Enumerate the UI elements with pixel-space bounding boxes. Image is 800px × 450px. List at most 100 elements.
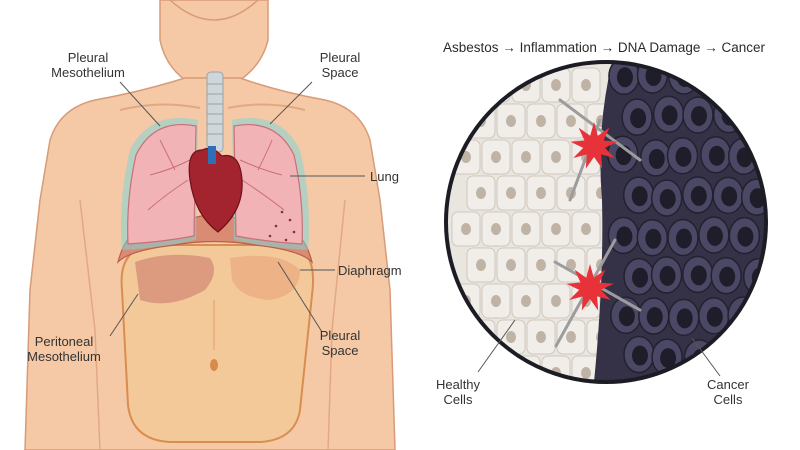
cell-nucleus xyxy=(721,186,738,207)
cell-nucleus xyxy=(551,79,561,91)
cell-nucleus xyxy=(521,367,531,379)
cell-nucleus xyxy=(751,347,766,368)
healthy-cells-group xyxy=(451,67,616,382)
cell-nucleus xyxy=(521,295,531,307)
cell-nucleus xyxy=(536,259,546,271)
cell-nucleus xyxy=(581,223,591,235)
cell-nucleus xyxy=(661,105,678,126)
aorta xyxy=(208,146,216,164)
navel xyxy=(210,359,218,371)
dna-damage-burst xyxy=(566,264,614,311)
cell-nucleus xyxy=(690,265,707,286)
pathway-step: Inflammation xyxy=(519,40,597,55)
cell-nucleus xyxy=(506,331,516,343)
right-arm-line xyxy=(327,199,346,450)
label-lung: Lung xyxy=(370,169,399,184)
cancer-cell xyxy=(712,95,745,134)
cell-nucleus xyxy=(645,228,662,249)
cell-nucleus xyxy=(690,185,707,206)
cell-nucleus xyxy=(491,79,501,91)
cell-nucleus xyxy=(461,79,471,91)
cell-nucleus xyxy=(659,188,676,209)
cell-nucleus xyxy=(491,151,501,163)
stomach xyxy=(230,255,300,300)
cell-nucleus xyxy=(616,226,633,247)
bronchi xyxy=(147,139,285,211)
arrow-icon: → xyxy=(600,40,615,55)
cell-nucleus xyxy=(675,228,692,249)
cell-nucleus xyxy=(751,106,766,127)
label-line: Pleural xyxy=(319,328,361,343)
cell-nucleus xyxy=(491,223,501,235)
cell-leader-lines xyxy=(477,319,721,377)
label-line: Space xyxy=(321,343,359,358)
cell-nucleus xyxy=(461,223,471,235)
pathway-title: Asbestos → Inflammation → DNA Damage → C… xyxy=(418,40,790,55)
cell-nucleus xyxy=(659,265,676,286)
label-pleural-space-bottom: Pleural Space xyxy=(300,328,380,358)
label-line: Cells xyxy=(713,392,743,407)
magnifier-ring xyxy=(444,60,768,384)
cell-nucleus xyxy=(706,306,723,327)
label-line: Peritoneal xyxy=(34,334,94,349)
cell-nucleus xyxy=(476,331,486,343)
label-line: Pleural xyxy=(319,50,361,65)
cell-nucleus xyxy=(551,151,561,163)
cancer-cell xyxy=(713,338,746,377)
cell-nucleus xyxy=(536,115,546,127)
label-line: Pleural xyxy=(67,50,109,65)
pathway-step: Asbestos xyxy=(443,40,499,55)
cell-nucleus xyxy=(521,151,531,163)
arrow-icon: → xyxy=(502,40,516,55)
cancer-cell xyxy=(696,62,729,97)
heart xyxy=(188,147,243,233)
label-line: Lung xyxy=(370,169,399,184)
cell-nucleus xyxy=(506,259,516,271)
cell-nucleus xyxy=(506,115,516,127)
leader-lines xyxy=(109,81,365,337)
pathway-step: DNA Damage xyxy=(617,40,701,55)
label-line: Healthy xyxy=(435,377,481,392)
dna-damage-burst xyxy=(570,122,618,169)
liver xyxy=(135,254,214,304)
cell-nucleus xyxy=(631,186,648,207)
label-line: Mesothelium xyxy=(51,65,125,80)
right-collarbone xyxy=(227,103,306,111)
cell-nucleus xyxy=(491,295,501,307)
cell-nucleus xyxy=(551,223,561,235)
left-collarbone xyxy=(119,103,201,111)
cancer-cell xyxy=(742,97,766,135)
label-cancer-cells: Cancer Cells xyxy=(688,377,768,407)
cell-nucleus xyxy=(632,267,649,288)
cell-nucleus xyxy=(506,187,516,199)
cell-nucleus xyxy=(581,79,591,91)
cell-nucleus xyxy=(708,145,725,166)
label-line: Diaphragm xyxy=(338,263,402,278)
cell-nucleus xyxy=(722,348,739,369)
chin xyxy=(169,0,259,21)
cell-nucleus xyxy=(631,345,648,366)
cell-nucleus xyxy=(566,115,576,127)
cell-nucleus xyxy=(719,266,736,287)
cell-nucleus xyxy=(461,151,471,163)
cell-nucleus xyxy=(536,187,546,199)
cell-nucleus xyxy=(616,67,633,88)
cancer-cell xyxy=(743,337,766,376)
cell-nucleus xyxy=(660,348,677,369)
cell-nucleus xyxy=(646,306,663,327)
cell-nucleus xyxy=(521,223,531,235)
arrow-icon: → xyxy=(704,40,718,55)
cell-nucleus xyxy=(706,225,723,246)
cell-nucleus xyxy=(476,259,486,271)
cell-nucleus xyxy=(630,108,647,129)
label-peritoneal-mesothelium: Peritoneal Mesothelium xyxy=(4,334,124,364)
cell-nucleus xyxy=(566,331,576,343)
healthy-cell xyxy=(451,67,481,103)
healthy-cell xyxy=(466,319,496,355)
cell-nucleus xyxy=(675,146,692,167)
label-healthy-cells: Healthy Cells xyxy=(418,377,498,407)
cell-nucleus xyxy=(737,226,754,247)
cell-nucleus xyxy=(476,187,486,199)
cell-nucleus xyxy=(737,66,754,87)
